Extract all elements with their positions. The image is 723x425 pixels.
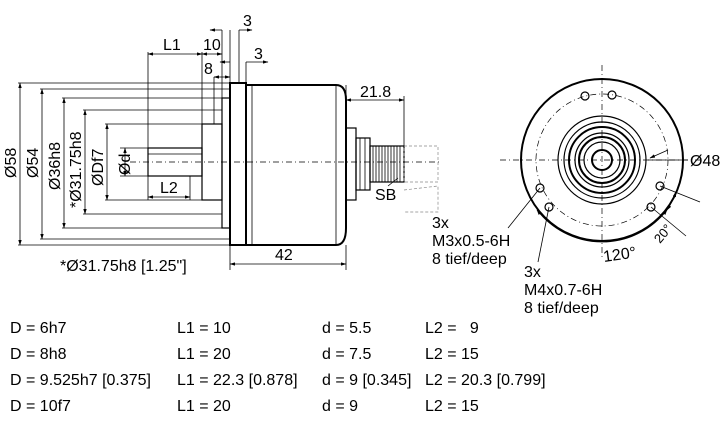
spec-d: d = 9 [0.345] <box>322 372 412 389</box>
dim-phi36h8: Ø36h8 <box>47 142 64 190</box>
holes-m4-depth: 8 tief/deep <box>524 300 599 317</box>
spec-L1: L1 = 20 <box>177 346 231 363</box>
holes-m3-qty: 3x <box>432 215 449 232</box>
dim-21-8: 21.8 <box>360 84 391 101</box>
spec-L1: L1 = 22.3 [0.878] <box>177 372 298 389</box>
holes-m4-size: M4x0.7-6H <box>524 282 602 299</box>
spec-D: D = 8h8 <box>10 346 67 363</box>
dim-3-top: 3 <box>243 13 252 30</box>
dim-10: 10 <box>203 37 221 54</box>
dim-3-mid: 3 <box>254 46 263 63</box>
spec-L1: L1 = 10 <box>177 320 231 337</box>
spec-L2: L2 = 20.3 [0.799] <box>425 372 546 389</box>
dim-8: 8 <box>204 61 213 78</box>
angle-120: 120° <box>602 245 637 266</box>
spec-D: D = 10f7 <box>10 398 71 415</box>
dim-42: 42 <box>275 247 293 264</box>
spec-d: d = 7.5 <box>322 346 372 363</box>
dim-phi48: Ø48 <box>690 153 720 170</box>
dim-L1: L1 <box>163 37 181 54</box>
spec-L2: L2 = 15 <box>425 346 479 363</box>
spec-L1: L1 = 20 <box>177 398 231 415</box>
spec-L2: L2 = 9 <box>425 320 479 337</box>
dim-phi54: Ø54 <box>25 148 42 178</box>
holes-m3-depth: 8 tief/deep <box>432 251 507 268</box>
dim-L2: L2 <box>160 180 178 197</box>
dim-phi58: Ø58 <box>3 148 20 178</box>
side-view: L1 10 3 8 3 21.8 Ø58 Ø54 Ø36h8 *Ø31.75h8… <box>3 13 440 275</box>
dim-phid: Ød <box>117 154 134 175</box>
holes-m3-size: M3x0.5-6H <box>432 233 510 250</box>
note-phi31-75: *Ø31.75h8 [1.25"] <box>60 258 187 275</box>
front-view: Ø48 120° 20° 3x M3x0.5-6H 8 tief/deep 3x… <box>432 65 720 317</box>
dim-phiD: ØDf7 <box>90 149 107 186</box>
label-SB: SB <box>375 187 396 204</box>
angle-20: 20° <box>651 221 675 246</box>
spec-D: D = 6h7 <box>10 320 67 337</box>
holes-m4-qty: 3x <box>524 264 541 281</box>
dim-phi31-75h8: *Ø31.75h8 <box>68 131 85 208</box>
spec-L2: L2 = 15 <box>425 398 479 415</box>
spec-D: D = 9.525h7 [0.375] <box>10 372 151 389</box>
spec-d: d = 5.5 <box>322 320 372 337</box>
spec-d: d = 9 <box>322 398 359 415</box>
